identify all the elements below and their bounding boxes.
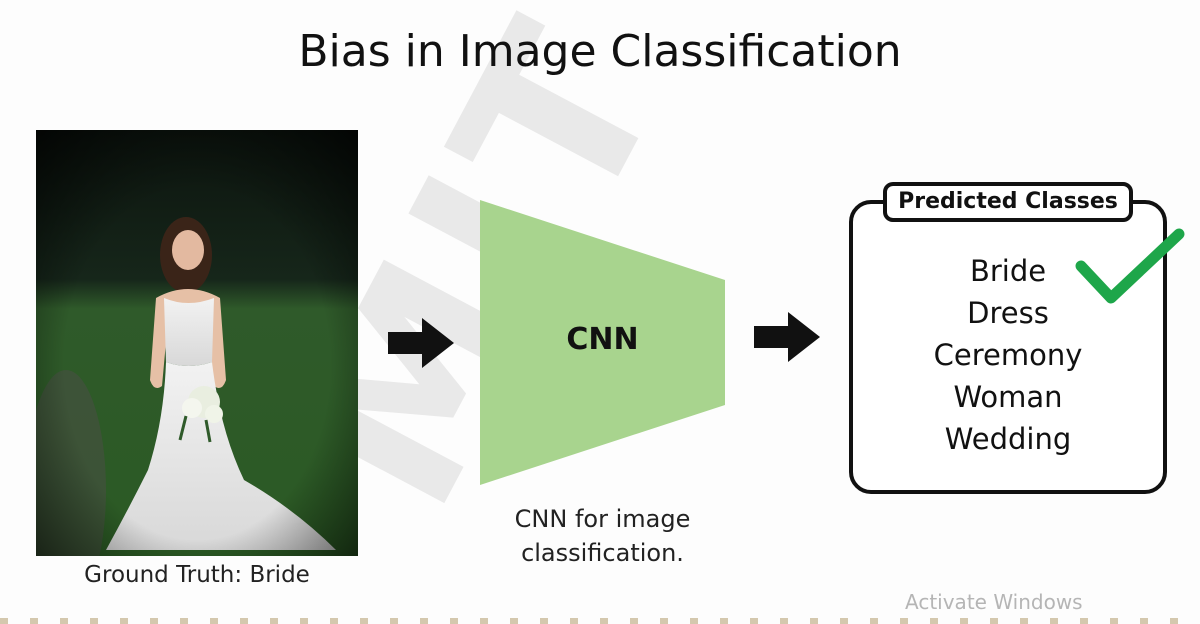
- predicted-class-item: Ceremony: [933, 338, 1083, 372]
- cnn-caption: CNN for image classification.: [480, 502, 725, 570]
- activate-windows-overlay: Activate Windows: [905, 590, 1083, 614]
- arrow-right-icon: [388, 318, 454, 368]
- slide-title: Bias in Image Classification: [298, 26, 902, 77]
- cnn-trapezoid: [480, 200, 725, 485]
- predicted-classes-box: [849, 200, 1167, 494]
- predicted-class-item: Dress: [967, 296, 1049, 330]
- cnn-label: CNN: [566, 322, 639, 357]
- input-photo: [36, 130, 358, 556]
- ground-truth-caption: Ground Truth: Bride: [84, 562, 310, 588]
- check-icon: [1075, 228, 1185, 304]
- bottom-taskbar-strip: [0, 618, 1200, 624]
- bride-photo-image: [36, 130, 358, 556]
- predicted-class-item: Wedding: [944, 422, 1072, 456]
- predicted-class-item: Bride: [969, 254, 1047, 288]
- cnn-caption-line-1: CNN for image: [514, 505, 691, 533]
- predicted-classes-list: Bride Dress Ceremony Woman Wedding: [849, 250, 1167, 460]
- arrow-right-icon: [754, 312, 820, 362]
- cnn-caption-line-2: classification.: [521, 539, 684, 567]
- predicted-classes-header: Predicted Classes: [883, 182, 1133, 222]
- predicted-class-item: Woman: [953, 380, 1063, 414]
